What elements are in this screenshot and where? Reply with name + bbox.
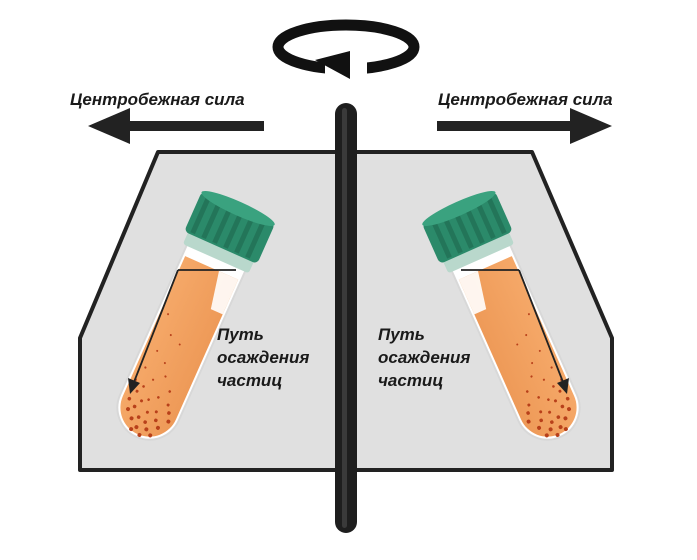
test-tube-right bbox=[422, 191, 581, 441]
sediment-path-label-left: Путь осаждения частиц bbox=[217, 323, 309, 392]
cap-ring-left bbox=[183, 232, 254, 273]
sediment-left bbox=[126, 313, 181, 438]
cap-right bbox=[422, 191, 512, 263]
centrifugal-force-label-left: Центробежная сила bbox=[70, 90, 245, 109]
sediment-path-label-right-line-3: частиц bbox=[378, 371, 444, 390]
sediment-path-label-left-line-3: частиц bbox=[217, 371, 283, 390]
sediment-path-label-left-line-2: осаждения bbox=[217, 348, 310, 367]
sediment-path-arrow-left bbox=[128, 269, 236, 394]
sediment-path-label-left-line-1: Путь bbox=[217, 325, 264, 344]
cap-ring-right bbox=[443, 232, 514, 273]
sediment-right bbox=[516, 313, 571, 438]
sediment-path-label-right-line-2: осаждения bbox=[378, 348, 471, 367]
arrow-left-icon bbox=[88, 108, 264, 144]
arrow-right-icon bbox=[437, 108, 612, 144]
sediment-path-label-right-line-1: Путь bbox=[378, 325, 425, 344]
sediment-path-label-right: Путь осаждения частиц bbox=[378, 323, 470, 392]
liquid-right bbox=[458, 256, 577, 437]
liquid-left bbox=[120, 256, 239, 437]
rotation-arrow-icon bbox=[272, 19, 420, 79]
shaft-highlight bbox=[342, 108, 347, 528]
test-tube-left bbox=[116, 191, 275, 441]
centrifugal-force-label-right: Центробежная сила bbox=[438, 90, 613, 109]
cap-left bbox=[185, 191, 275, 263]
sediment-path-arrow-right bbox=[461, 269, 569, 394]
